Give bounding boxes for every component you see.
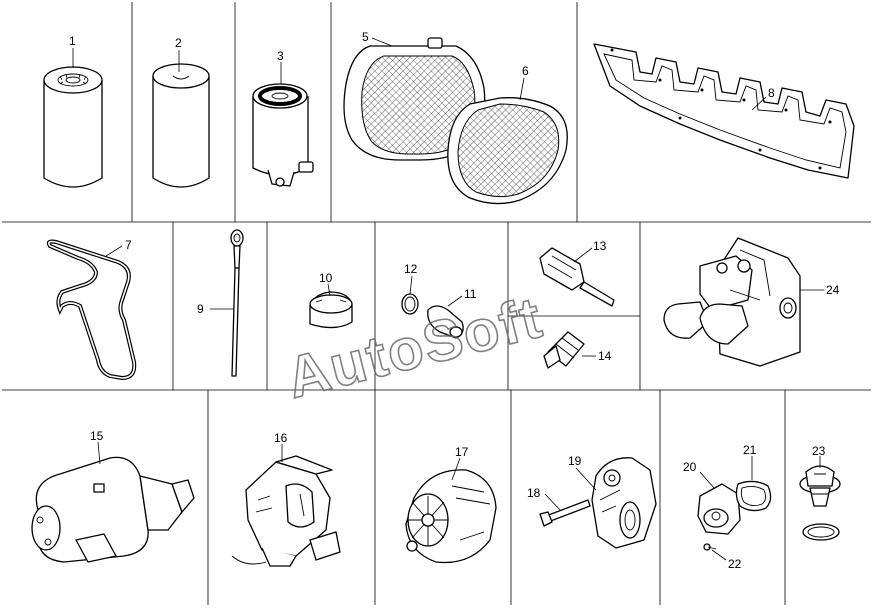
- callout-9: 9: [197, 302, 204, 316]
- callout-13: 13: [593, 239, 607, 253]
- callout-18: 18: [527, 486, 541, 500]
- dipstick-part: 9: [197, 229, 244, 377]
- air-filter-housing-part: 5: [343, 30, 486, 161]
- callout-24: 24: [826, 283, 840, 297]
- valve-cover-gasket-part: 8: [593, 43, 855, 179]
- thermostat-part: 23: [799, 444, 841, 541]
- callout-5: 5: [362, 30, 369, 44]
- belt-tensioner-part: 18 19: [527, 454, 657, 549]
- callout-19: 19: [568, 454, 582, 468]
- starter-motor-part: 15: [31, 429, 195, 563]
- injection-pump-part: 16: [231, 431, 341, 567]
- callout-8: 8: [768, 86, 775, 100]
- callout-20: 20: [683, 460, 697, 474]
- water-pump-part: 20 21 22: [683, 443, 772, 571]
- callout-17: 17: [455, 445, 469, 459]
- temperature-sensor-part: 14: [543, 331, 612, 369]
- callout-23: 23: [812, 444, 826, 458]
- drive-belt-part: 7: [46, 238, 137, 381]
- callout-6: 6: [522, 64, 529, 78]
- filter-element-part: 2: [152, 36, 210, 188]
- callout-11: 11: [464, 287, 477, 301]
- callout-22: 22: [728, 557, 742, 571]
- callout-15: 15: [90, 429, 104, 443]
- callout-1: 1: [69, 34, 76, 48]
- callout-3: 3: [277, 49, 284, 63]
- sensor-13-part: 13: [539, 239, 615, 307]
- callout-10: 10: [319, 271, 333, 285]
- callout-21: 21: [743, 443, 757, 457]
- callout-7: 7: [125, 238, 132, 252]
- filter-housing-part: 24: [663, 237, 840, 367]
- callout-14: 14: [598, 349, 612, 363]
- sensor-oring-part: 12 11: [401, 262, 477, 339]
- callout-12: 12: [404, 262, 418, 276]
- fuel-filter-part: 3: [252, 49, 314, 187]
- alternator-part: 17: [405, 445, 497, 564]
- panel-grid: [2, 2, 871, 605]
- secondary-air-filter-part: 6: [447, 64, 568, 205]
- oil-filter-part: 1: [43, 34, 103, 188]
- oil-filler-cap-part: 10: [309, 271, 353, 329]
- callout-2: 2: [175, 36, 182, 50]
- callout-16: 16: [274, 431, 288, 445]
